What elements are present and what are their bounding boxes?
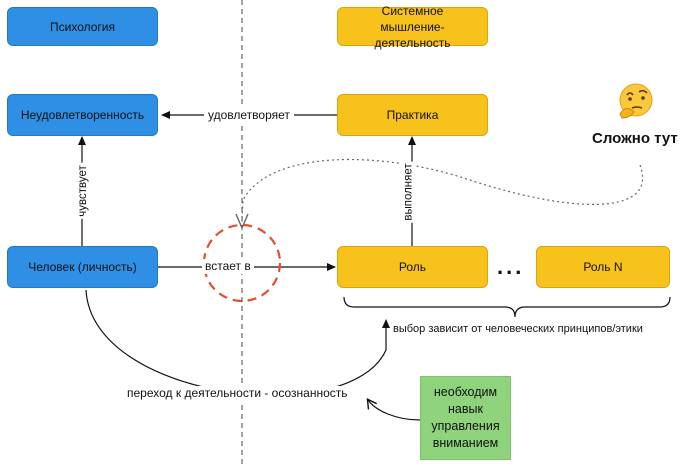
- node-role-n: Роль N: [536, 246, 670, 288]
- thinking-face-icon: [619, 83, 653, 119]
- dotted-hint-arrowhead: [235, 213, 249, 230]
- note-hard-here: Сложно тут: [592, 130, 678, 147]
- dotted-hint-curve: [241, 158, 643, 223]
- node-psychology-label: Психология: [50, 19, 115, 34]
- node-role-label: Роль: [398, 260, 427, 274]
- edge-transition-curve: [85, 289, 390, 396]
- node-systems-thinking: Системное мышление-деятельность: [337, 4, 488, 50]
- roles-ellipsis: ...: [497, 254, 525, 279]
- node-systems-thinking-label: Системное мышление-деятельность: [374, 3, 451, 50]
- edge-label-performs: выполняет: [401, 161, 416, 223]
- node-psychology: Психология: [7, 7, 158, 46]
- note-choice-depends: выбор зависит от человеческих принципов/…: [393, 323, 643, 335]
- edge-label-enters: встает в: [202, 259, 254, 274]
- edge-label-feels: чувствует: [75, 163, 90, 219]
- node-role: Роль: [337, 246, 488, 288]
- node-practice: Практика: [337, 94, 488, 136]
- note-attention-skill: необходим навык управления вниманием: [420, 376, 511, 460]
- focus-circle: [202, 223, 282, 303]
- edge-attention-curve: [366, 398, 421, 421]
- note-attention-skill-label: необходим навык управления вниманием: [431, 385, 500, 450]
- roles-brace: [343, 296, 671, 318]
- edge-label-transition: переход к деятельности - осознанность: [124, 386, 351, 401]
- node-role-n-label: Роль N: [583, 260, 623, 274]
- edge-label-satisfies: удовлетворяет: [204, 108, 294, 123]
- node-dissatisfaction-label: Неудовлетворенность: [20, 108, 145, 122]
- node-practice-label: Практика: [386, 108, 439, 122]
- node-person-label: Человек (личность): [28, 260, 137, 274]
- node-dissatisfaction: Неудовлетворенность: [7, 94, 158, 136]
- node-person: Человек (личность): [7, 246, 158, 288]
